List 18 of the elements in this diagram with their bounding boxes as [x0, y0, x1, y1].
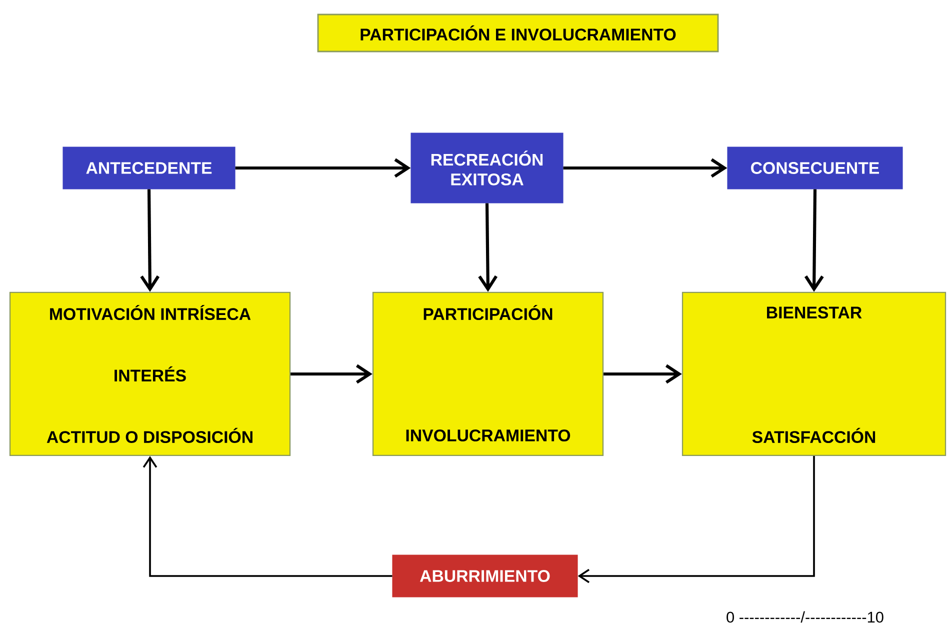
arrow	[140, 189, 160, 292]
arrow	[804, 189, 824, 292]
warning-box: ABURRIMIENTO	[392, 554, 578, 598]
factor-box: MOTIVACIÓN INTRÍSECA INTERÉS ACTITUD O DISPOSICIÓN	[9, 292, 291, 456]
factor-box: BIENESTAR SATISFACCIÓN	[682, 292, 946, 456]
factor-box: PARTICIPACIÓN INVOLUCRAMIENTO	[372, 292, 604, 456]
concept-box: RECREACIÓN EXITOSA	[410, 132, 564, 204]
arrow	[563, 158, 728, 178]
arrow	[142, 456, 392, 577]
arrow	[478, 203, 498, 292]
arrow	[290, 364, 372, 384]
arrow	[235, 158, 411, 178]
arrow	[578, 456, 815, 584]
scale-label: 0 ------------/------------10	[726, 611, 884, 623]
title-box: PARTICIPACIÓN E INVOLUCRAMIENTO	[317, 14, 719, 52]
concept-box: ANTECEDENTE	[62, 146, 236, 190]
concept-box: CONSECUENTE	[727, 146, 903, 190]
arrow	[604, 364, 682, 384]
